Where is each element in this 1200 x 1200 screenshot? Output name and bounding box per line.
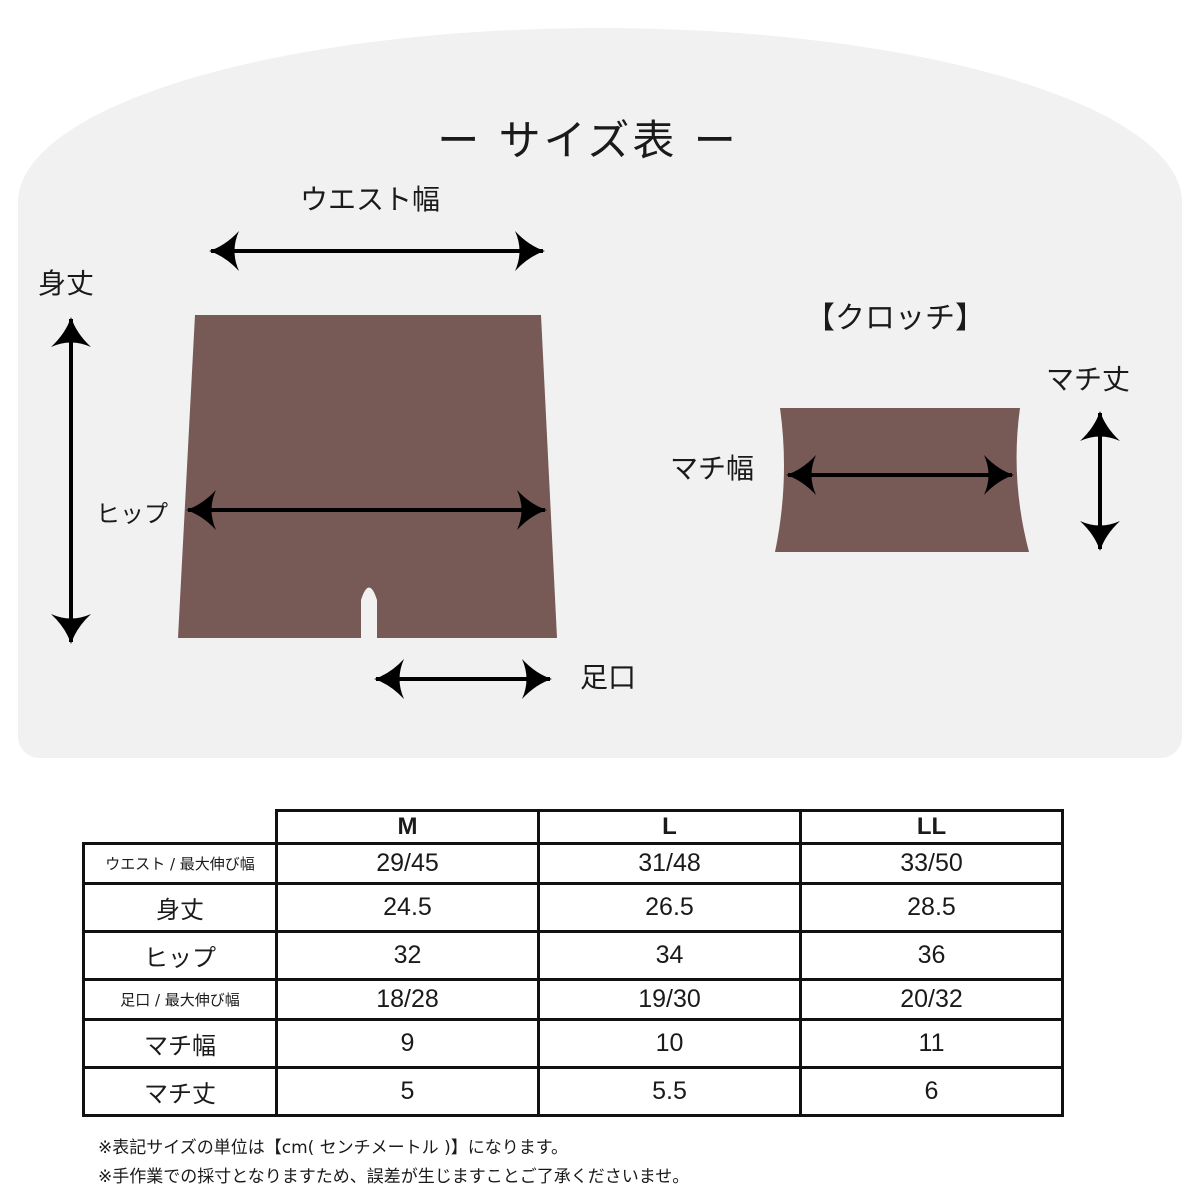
table-row: 身丈 24.5 26.5 28.5 [82,882,1064,934]
table-cell: 36 [799,930,1064,981]
hip-label: ヒップ [96,500,168,528]
table-header-row: M L LL [83,809,1064,845]
row-label: ウエスト / 最大伸び幅 [82,841,278,886]
table-cell: 32 [275,930,540,981]
table-row: マチ丈 5 5.5 6 [82,1066,1064,1117]
crotch-title: 【クロッチ】 [805,301,985,336]
table-cell: 34 [537,930,802,981]
gusset-length-label: マチ丈 [1046,363,1131,396]
crotch-shape [775,408,1029,552]
page-title: ー サイズ表 ー [437,116,739,165]
table-cell: 10 [537,1018,802,1070]
row-label: 足口 / 最大伸び幅 [82,977,278,1022]
size-diagram [51,231,1120,699]
row-label: マチ丈 [82,1066,278,1117]
column-header: M [275,809,540,845]
table-cell: 19/30 [537,977,802,1022]
table-cell: 11 [799,1018,1064,1070]
footnotes: ※表記サイズの単位は【cm( センチメートル )】になります。 ※手作業での採寸… [98,1134,689,1192]
table-cell: 5.5 [537,1066,802,1117]
leg-opening-label: 足口 [580,661,637,694]
table-cell: 18/28 [275,977,540,1022]
gusset-width-label: マチ幅 [670,452,755,485]
table-row: マチ幅 9 10 11 [82,1018,1064,1070]
column-header: LL [799,809,1064,845]
header-blank-cell [83,810,278,845]
table-cell: 9 [275,1018,540,1070]
table-row: 足口 / 最大伸び幅 18/28 19/30 20/32 [82,977,1064,1022]
shorts-shape [178,315,557,638]
table-cell: 29/45 [275,841,540,886]
size-table: M L LL ウエスト / 最大伸び幅 29/45 31/48 33/50 身丈… [82,809,1064,1117]
table-cell: 5 [275,1066,540,1117]
waist-label: ウエスト幅 [300,183,441,216]
table-cell: 28.5 [799,882,1064,934]
table-cell: 31/48 [537,841,802,886]
table-cell: 20/32 [799,977,1064,1022]
row-label: マチ幅 [82,1018,278,1070]
column-header: L [537,809,802,845]
table-row: ヒップ 32 34 36 [82,930,1064,981]
length-label: 身丈 [38,267,95,300]
table-cell: 24.5 [275,882,540,934]
table-cell: 26.5 [537,882,802,934]
footnote-unit: ※表記サイズの単位は【cm( センチメートル )】になります。 [98,1138,569,1158]
row-label: 身丈 [82,882,278,934]
table-row: ウエスト / 最大伸び幅 29/45 31/48 33/50 [82,841,1064,886]
table-cell: 6 [799,1066,1064,1117]
row-label: ヒップ [82,930,278,981]
footnote-tolerance: ※手作業での採寸となりますため、誤差が生じますことご了承くださいませ。 [98,1167,690,1187]
table-cell: 33/50 [799,841,1064,886]
